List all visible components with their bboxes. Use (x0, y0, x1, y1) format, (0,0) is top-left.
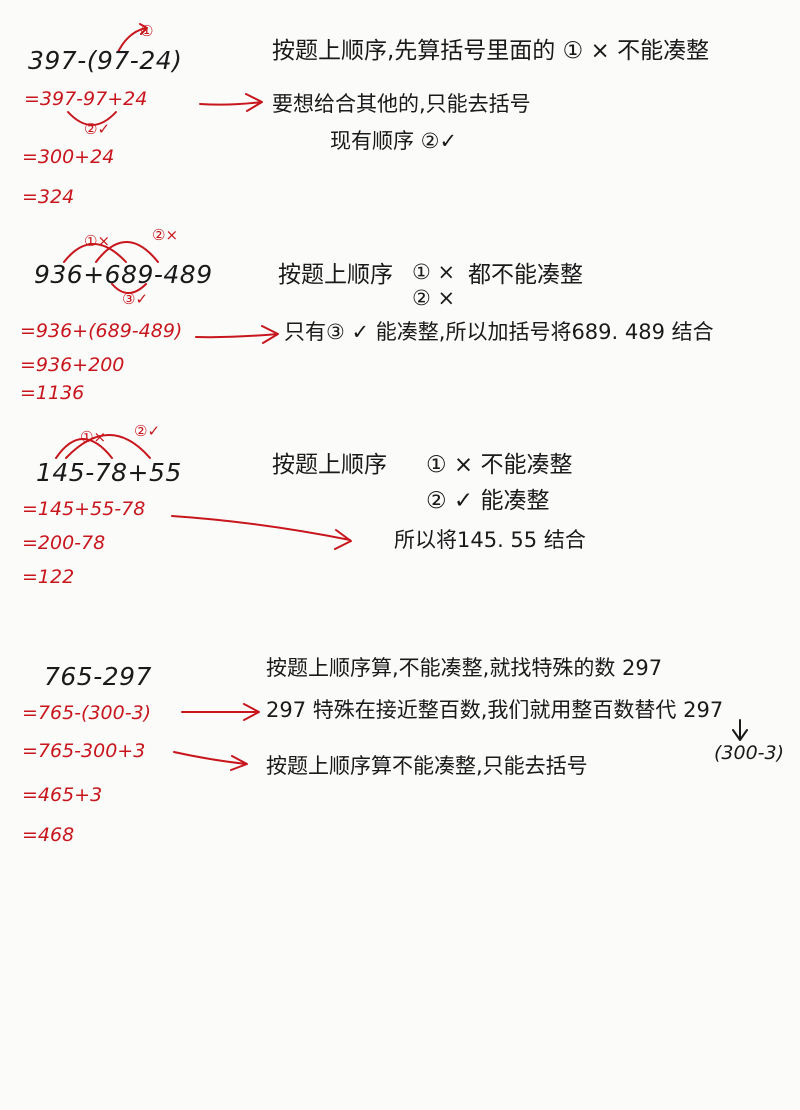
note-1-2: 要想给合其他的,只能去括号 (272, 92, 531, 116)
expression-1: 397-(97-24) (28, 46, 183, 75)
note-4-4: 按题上顺序算不能凑整,只能去括号 (266, 754, 588, 778)
arrow-4a (181, 703, 260, 721)
arrow-1 (199, 93, 263, 112)
note-4-1: 按题上顺序算,不能凑整,就找特殊的数 297 (266, 656, 663, 680)
note-3-1: 按题上顺序 (272, 452, 387, 478)
expression-2: 936+689-489 (34, 260, 213, 289)
step-1-2: =300+24 (22, 146, 115, 168)
mark-1-1: ① (140, 22, 154, 40)
mark-1-2: ②✓ (84, 120, 111, 138)
note-2-3: ② × (412, 286, 456, 310)
note-4-3: (300-3) (714, 742, 785, 764)
step-4-3: =465+3 (22, 784, 103, 806)
step-4-1: =765-(300-3) (22, 702, 152, 724)
step-3-1: =145+55-78 (22, 498, 146, 520)
note-2-2: ① × (412, 260, 456, 284)
step-2-2: =936+200 (20, 354, 125, 376)
note-1-3: 现有顺序 ②✓ (330, 129, 458, 153)
mark-2-3: ③✓ (122, 290, 149, 308)
note-4-2: 297 特殊在接近整百数,我们就用整百数替代 297 (266, 698, 724, 722)
note-2-4: 都不能凑整 (468, 262, 583, 288)
note-3-3: ② ✓ 能凑整 (426, 488, 550, 514)
arrow-2 (195, 325, 279, 344)
expression-3: 145-78+55 (36, 458, 182, 487)
step-2-1: =936+(689-489) (20, 320, 183, 342)
note-2-5: 只有③ ✓ 能凑整,所以加括号将689. 489 结合 (284, 320, 714, 344)
arrow-3 (171, 515, 352, 550)
step-3-3: =122 (22, 566, 75, 588)
mark-2-2: ②× (152, 226, 179, 244)
mark-2-1: ①× (84, 232, 111, 250)
down-arrow-4 (732, 719, 748, 741)
step-1-3: =324 (22, 186, 75, 208)
note-2-1: 按题上顺序 (278, 262, 393, 288)
step-2-3: =1136 (20, 382, 85, 404)
note-3-4: 所以将145. 55 结合 (394, 528, 586, 552)
mark-3-1: ①× (80, 428, 107, 446)
step-1-1: =397-97+24 (24, 88, 148, 110)
step-4-2: =765-300+3 (22, 740, 146, 762)
mark-3-2: ②✓ (134, 422, 161, 440)
note-1-1: 按题上顺序,先算括号里面的 ① × 不能凑整 (272, 38, 710, 64)
note-3-2: ① × 不能凑整 (426, 452, 573, 478)
step-3-2: =200-78 (22, 532, 106, 554)
arrow-4b (173, 751, 248, 771)
step-4-4: =468 (22, 824, 75, 846)
expression-4: 765-297 (44, 662, 152, 691)
